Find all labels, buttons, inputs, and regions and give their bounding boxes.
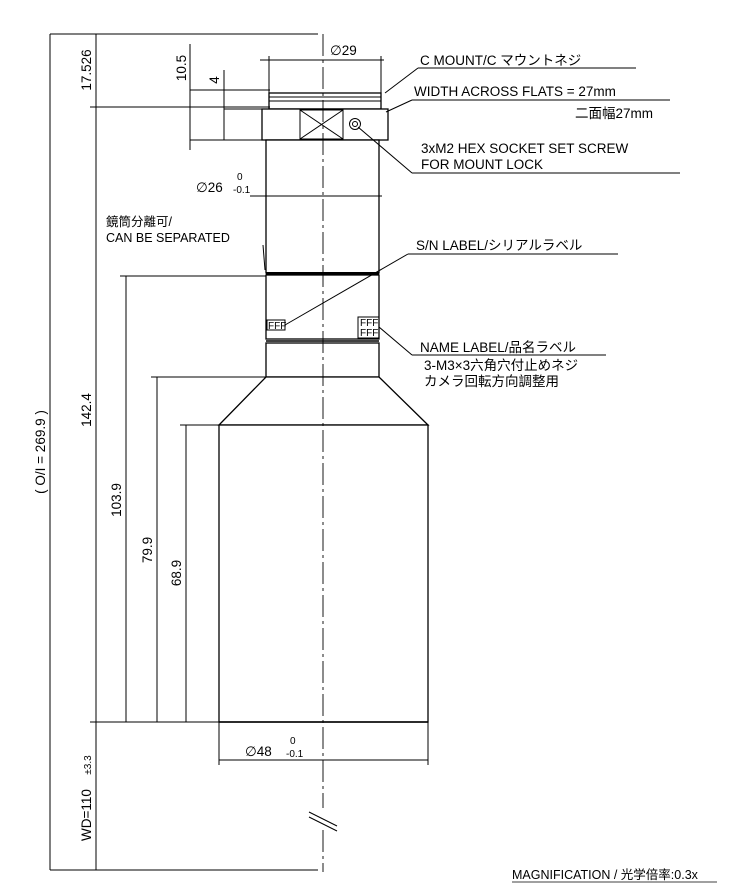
width-flats-jp-label: 二面幅27mm <box>575 106 653 121</box>
sn-label-text: FFF <box>268 321 286 332</box>
leader-lines <box>262 67 680 356</box>
sn-label-callout: S/N LABEL/シリアルラベル <box>416 238 582 253</box>
c-mount-label: C MOUNT/C マウントネジ <box>420 53 581 68</box>
dim-oi: ( O/I = 269.9 ) <box>33 410 48 494</box>
dim-dia-26-tol-lower: -0.1 <box>233 185 251 196</box>
name-label-text-bottom: FFF <box>360 328 378 339</box>
lower-barrel <box>265 342 380 378</box>
dim-68-9: 68.9 <box>169 560 184 586</box>
dim-17-526: 17.526 <box>79 49 94 90</box>
width-flats-label: WIDTH ACROSS FLATS = 27mm <box>414 84 616 99</box>
dim-dia-48-tol-lower: -0.1 <box>286 749 304 760</box>
magnification-label: MAGNIFICATION / 光学倍率:0.3x <box>512 867 699 882</box>
name-label-text-top: FFF <box>360 318 378 329</box>
dim-103-9: 103.9 <box>109 483 124 517</box>
dimension-lines <box>49 33 429 871</box>
upper-barrel <box>265 139 380 274</box>
dim-dia-26: ∅26 <box>196 180 223 195</box>
separable-jp-label: 鏡筒分離可/ <box>106 214 173 229</box>
set-screw-label-line1: 3xM2 HEX SOCKET SET SCREW <box>421 141 629 156</box>
dim-wd: WD=110 <box>79 789 94 841</box>
set-screw-icon <box>349 118 361 130</box>
m3-screw-label-line2: カメラ回転方向調整用 <box>424 374 559 389</box>
dim-10-5: 10.5 <box>174 55 189 81</box>
m3-screw-label-line1: 3-M3×3六角穴付止めネジ <box>424 358 578 373</box>
dim-79-9: 79.9 <box>140 537 155 563</box>
dim-dia-48-tol-upper: 0 <box>290 736 296 747</box>
separation-line <box>266 272 379 275</box>
dim-142-4: 142.4 <box>79 393 94 427</box>
dim-dia-29: ∅29 <box>330 43 357 58</box>
lens-body: FFF FFF FFF <box>217 92 430 723</box>
front-barrel <box>218 424 429 723</box>
set-screw-label-line2: FOR MOUNT LOCK <box>421 157 543 172</box>
dim-wd-tol: ±3.3 <box>83 755 94 775</box>
taper-section <box>217 376 430 426</box>
dim-dia-48: ∅48 <box>245 744 272 759</box>
dim-dia-26-tol-upper: 0 <box>237 172 243 183</box>
flats-section <box>261 108 389 141</box>
axis-break-mark <box>308 811 338 827</box>
separable-en-label: CAN BE SEPARATED <box>106 231 230 245</box>
dim-4: 4 <box>207 76 222 84</box>
name-label-callout: NAME LABEL/品名ラベル <box>420 340 576 355</box>
